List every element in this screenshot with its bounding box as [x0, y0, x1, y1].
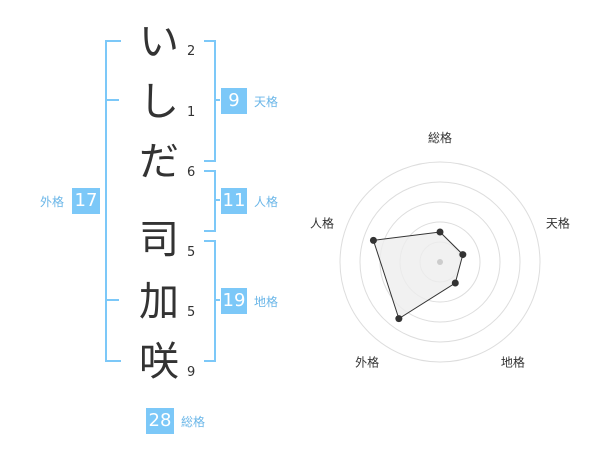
soukaku-label: 総格 [181, 415, 206, 429]
name-char-4: 司 [139, 217, 179, 263]
stroke-count-6: 9 [187, 365, 196, 380]
stroke-count-1: 2 [187, 44, 196, 59]
radar-axis-label-4: 外格 [355, 354, 379, 369]
radar-point-4 [395, 315, 403, 323]
radar-axis-label-5: 人格 [310, 216, 334, 231]
radar-axis-label-1: 総格 [428, 130, 452, 145]
gaikaku-label: 外格 [40, 195, 65, 209]
radar-point-3 [451, 279, 459, 287]
jinkaku-bracket [204, 170, 216, 232]
radar-point-2 [459, 251, 467, 259]
gaikaku-badge: 17 [72, 188, 100, 214]
tenkaku-bracket [204, 40, 216, 162]
radar-point-1 [436, 228, 444, 236]
name-char-6: 咲 [139, 339, 179, 385]
tenkaku-badge: 9 [221, 88, 247, 114]
soukaku-badge: 28 [146, 408, 174, 434]
stroke-count-2: 1 [187, 105, 196, 120]
jinkaku-bracket-tick [214, 199, 220, 201]
stroke-count-4: 5 [187, 245, 196, 260]
radar-ring [359, 181, 521, 343]
name-char-5: 加 [139, 279, 179, 325]
gaikaku-bracket [105, 40, 121, 362]
stroke-count-3: 6 [187, 165, 196, 180]
gaikaku-bracket-tick [105, 299, 119, 301]
radar-polygon [372, 231, 464, 320]
name-char-2: し [139, 79, 179, 125]
stroke-count-5: 5 [187, 305, 196, 320]
name-char-1: い [139, 19, 179, 65]
gaikaku-bracket-tick [105, 99, 119, 101]
radar-center-dot [437, 259, 443, 265]
jinkaku-label: 人格 [254, 195, 279, 209]
radar-ring [339, 161, 541, 363]
radar-point-5 [369, 236, 377, 244]
chikaku-label: 地格 [254, 295, 279, 309]
tenkaku-bracket-tick [214, 99, 220, 101]
name-char-3: だ [139, 139, 179, 185]
jinkaku-badge: 11 [221, 188, 247, 214]
chikaku-bracket-tick [214, 299, 220, 301]
chikaku-bracket [204, 240, 216, 362]
tenkaku-label: 天格 [254, 95, 279, 109]
chikaku-badge: 19 [221, 288, 247, 314]
radar-axis-label-2: 天格 [546, 216, 570, 231]
radar-axis-label-3: 地格 [501, 354, 525, 369]
